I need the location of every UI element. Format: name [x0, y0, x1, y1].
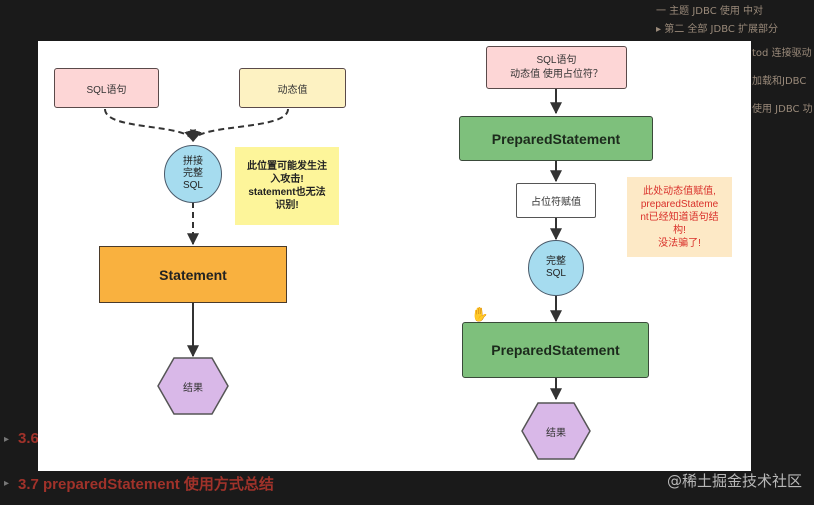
note-line: 没法骗了!	[658, 237, 701, 249]
box-label-line: 动态值 使用占位符？	[510, 68, 603, 80]
note-line: preparedStateme	[640, 198, 719, 210]
bullet-icon: ▸	[4, 478, 10, 489]
section-heading: 3.7 preparedStatement 使用方式总结	[18, 476, 274, 493]
circle-label: SQL	[182, 180, 203, 191]
box-label-line: SQL语句	[536, 54, 577, 66]
note-line: 识别!	[275, 200, 299, 211]
background-toc-line: 一 主题 JDBC 使用 中对	[656, 6, 764, 17]
background-toc-line: ▸ 第二 全部 JDBC 扩展部分	[656, 24, 779, 35]
section-heading: 3.6	[18, 430, 39, 447]
result-label: 结果	[546, 427, 566, 439]
injection-warning-note: 此位置可能发生注 入攻击! statement也无法 识别!	[235, 147, 339, 225]
sql-statement-box: SQL语句	[54, 68, 159, 108]
note-line: 此处动态值赋值,	[643, 185, 716, 197]
note-line: 此位置可能发生注	[247, 161, 327, 172]
concat-sql-circle: 拼接 完整 SQL	[164, 145, 222, 203]
note-line: statement也无法	[248, 187, 326, 198]
note-line: 构!	[673, 224, 686, 236]
diagram-canvas: SQL语句 动态值 拼接 完整 SQL 此位置可能发生注 入攻击! statem…	[38, 41, 751, 471]
note-line: 入攻击!	[270, 174, 304, 185]
prepared-statement-box: PreparedStatement	[462, 322, 649, 378]
result-label: 结果	[183, 382, 203, 394]
statement-box: Statement	[99, 246, 287, 303]
result-hexagon	[157, 357, 229, 415]
circle-label: SQL	[545, 268, 566, 279]
background-toc-line: 加载和JDBC	[752, 76, 807, 87]
dashed-connector	[104, 108, 196, 143]
placeholder-assign-box: 占位符赋值	[516, 183, 596, 218]
note-line: nt已经知道语句结	[640, 211, 719, 223]
background-toc-line: 使用 JDBC 功能	[752, 104, 812, 115]
prepared-info-note: 此处动态值赋值, preparedStateme nt已经知道语句结 构! 没法…	[627, 177, 732, 257]
result-hexagon	[521, 402, 591, 460]
bullet-icon: ▸	[4, 434, 10, 445]
dashed-connector	[190, 108, 289, 143]
circle-label: 完整	[183, 168, 203, 179]
background-toc-line: tod 连接驱动	[752, 48, 812, 59]
sql-placeholder-box: SQL语句 动态值 使用占位符？	[486, 46, 627, 89]
dynamic-value-box: 动态值	[239, 68, 346, 108]
prepared-statement-box: PreparedStatement	[459, 116, 653, 161]
complete-sql-circle: 完整 SQL	[528, 240, 584, 296]
watermark: @稀土掘金技术社区	[666, 472, 802, 490]
circle-label: 拼接	[183, 156, 203, 167]
hand-cursor-icon: ✋	[471, 307, 489, 323]
circle-label: 完整	[546, 256, 566, 267]
